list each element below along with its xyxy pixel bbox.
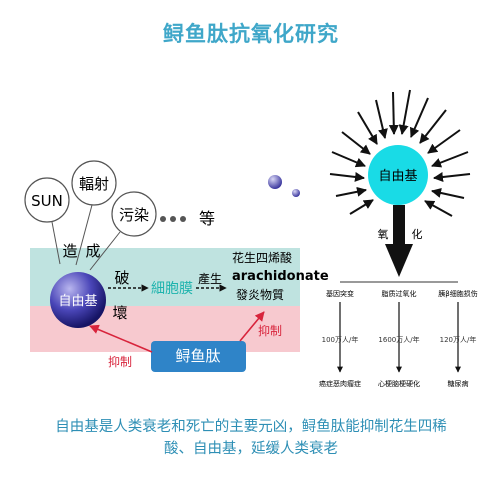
ellipsis-dot [180,216,186,222]
left-diagram: SUN 輻射 污染 等 造 成 自由基 破 細胞膜 產生 花生四烯酸 arach… [24,160,329,372]
column-header: 胰β细胞损伤 [438,289,477,298]
cause-char-2: 成 [85,242,100,260]
column-stat: 100万人/年 [322,335,359,344]
aa-cn-label: 花生四烯酸 [232,250,292,265]
center-free-radical-label: 自由基 [378,169,417,184]
column-header: 脂质过氧化 [382,289,417,298]
column-stat: 1600万人/年 [378,335,419,344]
produce-label: 產生 [198,271,222,286]
pollution-bubble [111,191,157,237]
damage-label: 壞 [112,304,127,322]
sun-bubble [24,177,70,223]
cause-char-1: 造 [62,242,77,260]
oxidation-arrow-shaft [393,205,405,247]
caption-line-2: 酸、自由基，延缓人类衰老 [164,441,338,457]
decorative-dot [292,189,300,197]
radiating-arrows [329,89,471,217]
right-diagram: 自由基 氧 化 基因突变 100万人/年 癌症恶肉瘤症 脂质过氧化 1600万人… [319,89,478,388]
caption: 自由基是人类衰老和死亡的主要元凶，鲟鱼肽能抑制花生四稀 酸、自由基，延缓人类衰老 [10,416,492,460]
column-disease: 糖尿病 [448,379,469,388]
column-header: 基因突变 [326,289,354,298]
column-stat: 120万人/年 [440,335,477,344]
radiation-bubble [71,160,117,206]
aa-en-label: arachidonate [232,269,329,284]
oxidation-arrow-head [385,244,413,277]
etc-label: 等 [199,209,215,228]
oxidation-char-1: 氧 [378,227,389,241]
column-disease: 心梗脑梗硬化 [378,379,420,388]
free-radical-label: 自由基 [58,294,97,309]
radiation-label: 輻射 [79,175,109,193]
decorative-dot [268,175,282,189]
ellipsis-dot [160,216,166,222]
peptide-box [151,341,246,372]
ellipsis-dot [170,216,176,222]
cell-membrane-label: 細胞膜 [151,281,193,297]
pollution-label: 污染 [119,206,149,224]
inflammatory-label: 發炎物質 [236,287,284,302]
page-title: 鲟鱼肽抗氧化研究 [163,22,339,46]
column-disease: 癌症恶肉瘤症 [319,379,361,388]
inhibit-right-label: 抑制 [258,323,282,338]
inhibit-left-label: 抑制 [108,354,132,369]
destroy-label: 破 [114,269,129,287]
sun-label: SUN [31,192,63,210]
caption-line-1: 自由基是人类衰老和死亡的主要元凶，鲟鱼肽能抑制花生四稀 [55,419,447,435]
peptide-label: 鲟鱼肽 [175,347,220,365]
oxidation-char-2: 化 [412,227,423,241]
free-radical-sphere [50,272,106,328]
center-free-radical-circle [368,145,428,205]
